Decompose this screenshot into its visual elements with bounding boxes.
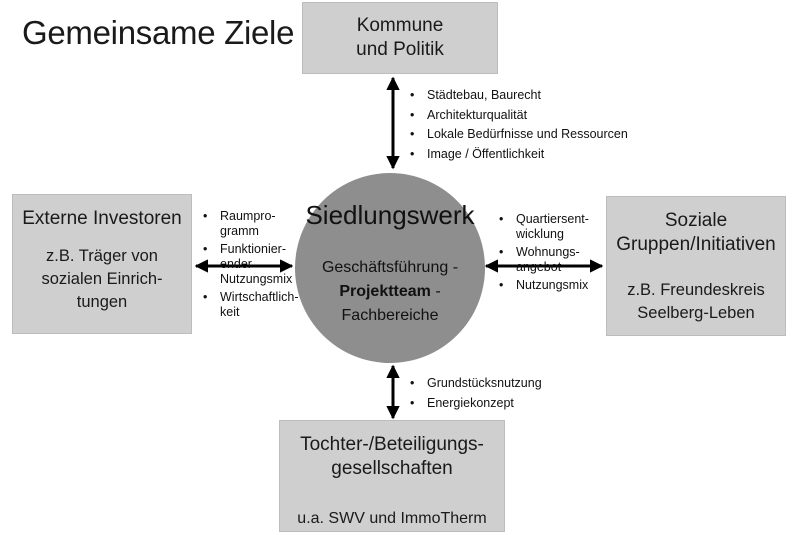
siedlungswerk-title: Siedlungswerk [305,200,475,230]
externe-investoren-example-line1: z.B. Träger von [46,247,158,265]
tochter-beteiligungs-box: Tochter-/Beteiligungs- gesellschaften u.… [279,420,505,532]
bullet-line: keit [220,305,240,319]
bullet-item: Lokale Bedürfnisse und Ressourcen [409,125,628,145]
projektteam-line: Projektteam - [295,283,485,301]
bullet-item: Raumpro- gramm [202,209,290,239]
externe-investoren-box: Externe Investoren z.B. Träger von sozia… [12,194,192,334]
soziale-gruppen-title-line2: Gruppen/Initiativen [616,234,776,255]
bullet-line: Quartiersent- [516,212,589,226]
bullet-item: Nutzungsmix [498,278,594,293]
projektteam-dash: - [430,283,441,300]
soziale-bullet-list: Quartiersent- wicklung Wohnungs- angebot… [498,212,594,296]
projektteam-label: Projektteam [339,283,431,300]
kommune-bullet-list: Städtebau, Baurecht Architekturqualität … [409,86,628,164]
bullet-item: Quartiersent- wicklung [498,212,594,242]
externe-investoren-example-line3: tungen [76,293,128,311]
bullet-item: Städtebau, Baurecht [409,86,628,106]
externe-investoren-title: Externe Investoren [22,208,182,229]
bullet-item: Image / Öffentlichkeit [409,145,628,165]
tochter-beteiligungs-title-line2: gesellschaften [331,458,453,479]
soziale-gruppen-example-line1: z.B. Freundeskreis [627,281,765,299]
bullet-line: angebot [516,260,562,274]
soziale-gruppen-example-line2: Seelberg-Leben [637,304,755,322]
bullet-line: Wirtschaftlich- [220,290,299,304]
tochter-beteiligungs-title-line1: Tochter-/Beteiligungs- [300,434,484,455]
tochter-beteiligungs-example: u.a. SWV und ImmoTherm [297,510,487,527]
soziale-gruppen-example: z.B. Freundeskreis Seelberg-Leben [627,279,765,325]
page-title: Gemeinsame Ziele [22,14,295,51]
fachbereiche-label: Fachbereiche [341,307,439,324]
soziale-gruppen-title-line1: Soziale [664,210,728,231]
bullet-item: Architekturqualität [409,106,628,126]
kommune-politik-line2: und Politik [356,39,444,60]
tochter-bullet-list: Grundstücksnutzung Energiekonzept [409,374,542,413]
siedlungswerk-circle: Siedlungswerk Geschäftsführung - Projekt… [295,173,485,363]
bullet-line: wicklung [516,227,564,241]
bullet-item: Energiekonzept [409,394,542,414]
bullet-line: Wohnungs- [516,245,580,259]
kommune-politik-box: Kommune und Politik [302,2,498,74]
bullet-line: Raumpro- [220,209,276,223]
bullet-item: Funktionier- ender Nutzungsmix [202,242,293,287]
bullet-line: Nutzungsmix [220,272,293,286]
bullet-line: ender [220,257,252,271]
bullet-item: Wohnungs- angebot [498,245,594,275]
bullet-item: Grundstücksnutzung [409,374,542,394]
soziale-gruppen-box: Soziale Gruppen/Initiativen z.B. Freunde… [606,196,786,336]
externe-investoren-example: z.B. Träger von sozialen Einrich- tungen [41,245,162,314]
geschaeftsfuehrung-label: Geschäftsführung - [321,259,459,276]
bullet-line: Nutzungsmix [516,278,589,292]
bullet-line: Funktionier- [220,242,286,256]
kommune-politik-line1: Kommune [356,15,444,36]
externe-investoren-example-line2: sozialen Einrich- [41,270,163,288]
investoren-bullet-list: Raumpro- gramm Funktionier- ender Nutzun… [202,209,299,323]
bullet-item: Wirtschaftlich- keit [202,290,299,320]
bullet-line: gramm [220,224,259,238]
